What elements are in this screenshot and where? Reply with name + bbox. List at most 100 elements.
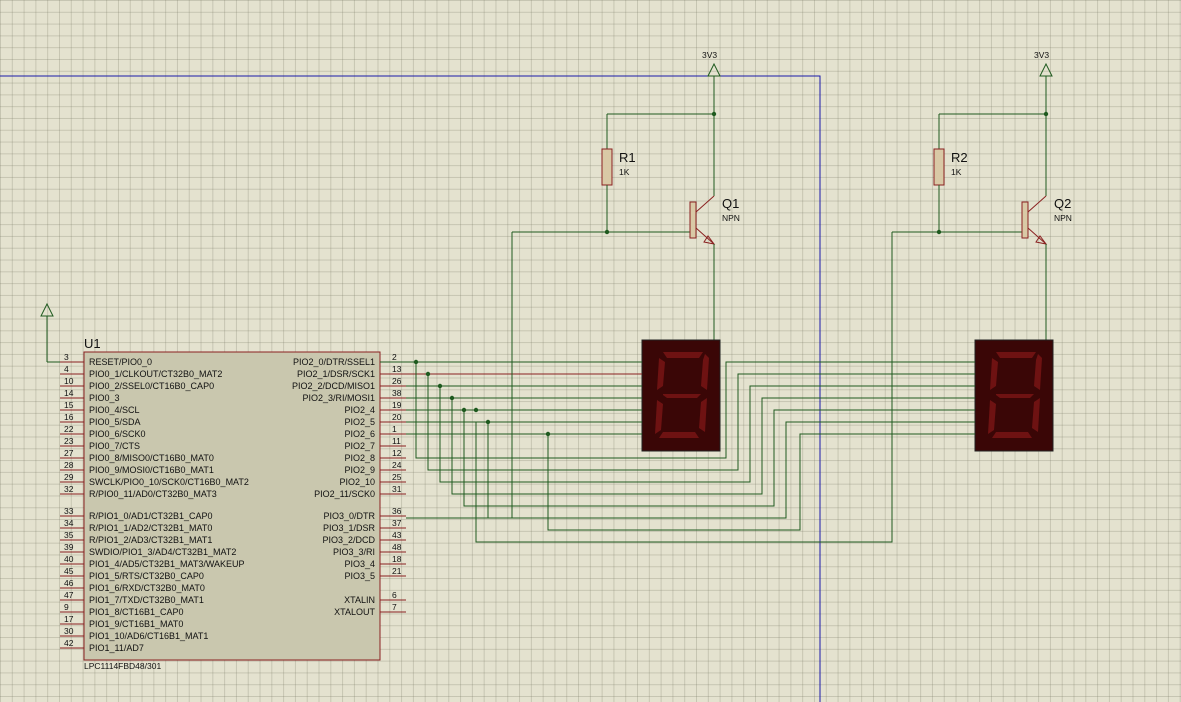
- seven-segment-display-2[interactable]: [974, 339, 1054, 452]
- pin-name: PIO0_7/CTS: [89, 441, 140, 451]
- r1-value: 1K: [619, 167, 630, 177]
- transistor-q1[interactable]: Q1 NPN: [512, 195, 740, 340]
- r2-value: 1K: [951, 167, 962, 177]
- pin-name: PIO1_7/TXD/CT32B0_MAT1: [89, 595, 204, 605]
- pin-number: 18: [392, 554, 402, 564]
- pin-number: 13: [392, 364, 402, 374]
- pin-number: 40: [64, 554, 74, 564]
- resistor-r1[interactable]: R1 1K: [601, 113, 714, 232]
- pin-name: PIO2_8: [344, 453, 375, 463]
- pin-name: XTALOUT: [334, 607, 375, 617]
- transistor-q2[interactable]: Q2 NPN: [892, 195, 1072, 340]
- pin-name: PIO1_8/CT16B1_CAP0: [89, 607, 184, 617]
- pin-name: PIO2_4: [344, 405, 375, 415]
- pin-name: R/PIO1_2/AD3/CT32B1_MAT1: [89, 535, 212, 545]
- mcu-body[interactable]: [83, 351, 381, 661]
- pin-name: R/PIO1_1/AD2/CT32B1_MAT0: [89, 523, 212, 533]
- pin-number: 37: [392, 518, 402, 528]
- pin-name: PIO0_4/SCL: [89, 405, 140, 415]
- pin-number: 27: [64, 448, 74, 458]
- pin-number: 11: [392, 436, 401, 446]
- power-3v3-1[interactable]: 3V3: [702, 50, 721, 196]
- pin-number: 30: [64, 626, 74, 636]
- pin-number: 19: [392, 400, 402, 410]
- pin-name: PIO2_3/RI/MOSI1: [302, 393, 375, 403]
- pin-name: PIO3_3/RI: [333, 547, 375, 557]
- pin-name: PIO0_3: [89, 393, 120, 403]
- pin-number: 35: [64, 530, 74, 540]
- seven-segment-display-1[interactable]: [380, 339, 721, 452]
- pin-number: 23: [64, 436, 74, 446]
- pin-number: 31: [392, 484, 402, 494]
- q2-ref: Q2: [1054, 196, 1071, 211]
- pin-number: 9: [64, 602, 69, 612]
- pin-number: 17: [64, 614, 74, 624]
- pin-number: 10: [64, 376, 74, 386]
- mcu-part: LPC1114FBD48/301: [84, 661, 161, 671]
- r1-ref: R1: [619, 150, 636, 165]
- pin-number: 43: [392, 530, 402, 540]
- pin-name: SWCLK/PIO0_10/SCK0/CT16B0_MAT2: [89, 477, 249, 487]
- pin-number: 1: [392, 424, 397, 434]
- pin-name: PIO2_0/DTR/SSEL1: [293, 357, 375, 367]
- pin-name: PIO2_7: [344, 441, 375, 451]
- pin-name: PIO2_6: [344, 429, 375, 439]
- power-terminal-left[interactable]: [40, 302, 60, 363]
- pin-name: PIO2_5: [344, 417, 375, 427]
- pin-name: PIO3_5: [344, 571, 375, 581]
- pin-name: PIO1_10/AD6/CT16B1_MAT1: [89, 631, 208, 641]
- pin-name: PIO2_9: [344, 465, 375, 475]
- resistor-r2[interactable]: R2 1K: [933, 113, 1046, 232]
- pin-number: 25: [392, 472, 402, 482]
- pin-number: 33: [64, 506, 74, 516]
- power-3v3-2[interactable]: 3V3: [1034, 50, 1053, 196]
